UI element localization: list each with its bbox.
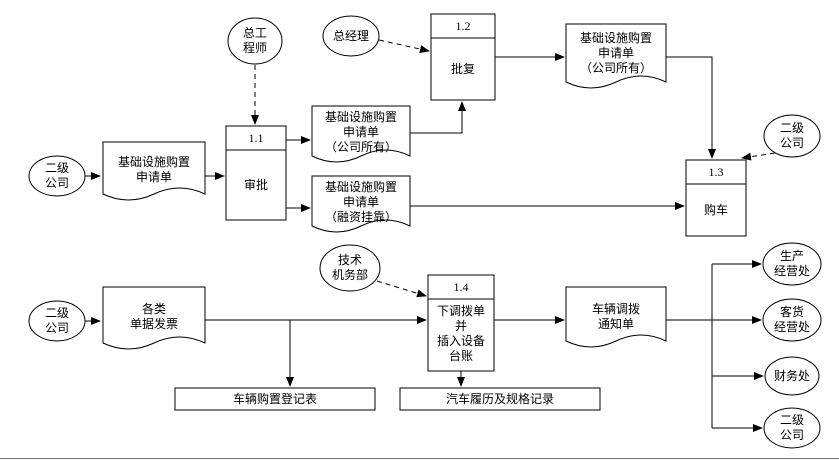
doc-financed-shape bbox=[311, 175, 411, 233]
process-1-3-box bbox=[685, 159, 747, 237]
process-1-4-box bbox=[427, 274, 495, 372]
external-chief-engineer-ellipse bbox=[227, 17, 283, 65]
external-branch-bottom-right-ellipse bbox=[763, 407, 821, 449]
process-1-1-box bbox=[225, 125, 287, 221]
datastore-vehicle-record-shape bbox=[399, 387, 601, 411]
external-branch-right-ellipse bbox=[763, 114, 821, 158]
flow-notice-distribution-trunk bbox=[666, 264, 713, 428]
doc-invoices-shape bbox=[102, 286, 206, 350]
link-tech-dept-to-transfer-arrow bbox=[376, 280, 427, 298]
external-tech-dept-ellipse bbox=[319, 244, 381, 292]
external-freight-office-ellipse bbox=[762, 298, 822, 342]
flow-company-owned-to-reply-arrow bbox=[410, 101, 466, 134]
datastore-purchase-register-shape bbox=[174, 387, 376, 411]
link-branch-to-purchase-arrow bbox=[741, 152, 776, 161]
external-finance-office-ellipse bbox=[764, 356, 820, 396]
bottom-rule bbox=[0, 458, 839, 459]
doc-transfer-notice-shape bbox=[565, 286, 667, 348]
flow-approved-doc-to-purchase-arrow bbox=[666, 56, 716, 159]
link-general-manager-to-reply-arrow bbox=[378, 39, 430, 53]
external-branch-top-left-ellipse bbox=[28, 155, 86, 197]
external-branch-bottom-left-ellipse bbox=[28, 300, 86, 342]
doc-company-owned-approved-shape bbox=[565, 23, 667, 89]
external-general-manager-ellipse bbox=[322, 15, 380, 57]
external-production-office-ellipse bbox=[762, 242, 822, 286]
doc-request-form-shape bbox=[102, 141, 206, 201]
doc-company-owned-shape bbox=[311, 105, 411, 163]
process-1-2-box bbox=[430, 13, 496, 101]
